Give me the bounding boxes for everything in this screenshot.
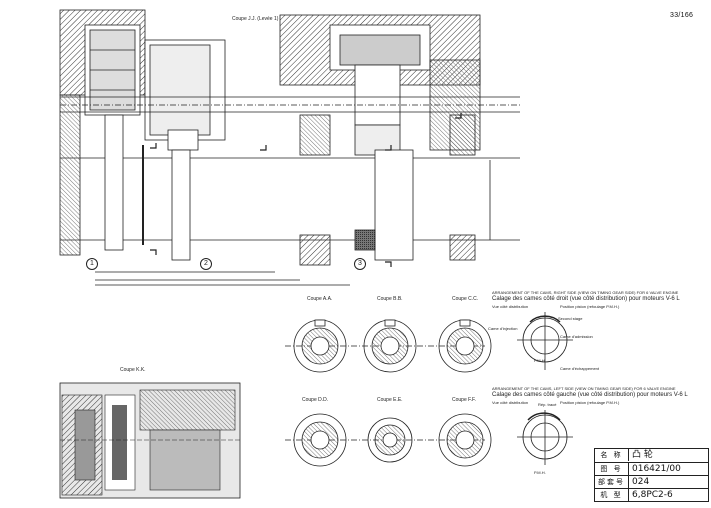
- arrangement-bottom-en: ARRANGEMENT OF THE CAMS, LEFT SIDE (VIEW…: [492, 386, 676, 391]
- title-value-drawing-number: 016421/00: [632, 464, 681, 474]
- title-value-model: 6,8PC2-6: [632, 490, 673, 500]
- title-key-model: 机 型: [595, 489, 629, 501]
- section-label-ee: Coupe E.E.: [377, 397, 403, 403]
- label-pmh-top: P.M.H.: [534, 358, 546, 363]
- callout-1: 1: [86, 258, 98, 270]
- arrangement-top-fr: Calage des cames côté droit (vue côté di…: [492, 296, 680, 302]
- title-row-assembly: 部套号 024: [595, 475, 708, 488]
- section-label-kk: Coupe K.K.: [120, 367, 146, 373]
- callout-3: 3: [354, 258, 366, 270]
- label-second-stage: Second stage: [558, 316, 583, 321]
- label-cam-echappement: Came d'échappement: [560, 366, 600, 371]
- arrangement-bottom-fr: Calage des cames côté gauche (vue côté d…: [492, 392, 688, 398]
- page-number: 33/166: [670, 12, 694, 19]
- title-key-drawing-number: 图 号: [595, 463, 629, 475]
- title-value-name: 凸 轮: [632, 450, 653, 460]
- section-label-cc: Coupe C.C.: [452, 296, 479, 302]
- section-kk: [59, 382, 241, 499]
- section-label-dd: Coupe D.D.: [302, 397, 329, 403]
- title-row-model: 机 型 6,8PC2-6: [595, 488, 708, 501]
- label-pmh-bottom: P.M.H.: [534, 470, 546, 475]
- title-row-drawing-number: 图 号 016421/00: [595, 462, 708, 475]
- seen-distribution-top: Vue côté distribution: [492, 304, 529, 309]
- section-label-ff: Coupe F.F.: [452, 397, 476, 403]
- position-piston-bottom: Position piston (refoulage P.M.H.): [560, 400, 620, 405]
- callout-2: 2: [200, 258, 212, 270]
- title-block: 名 称 凸 轮 图 号 016421/00 部套号 024 机 型 6,8PC2…: [594, 448, 709, 502]
- label-cam-injection: Came d'injection: [488, 326, 518, 331]
- label-cam-admission: Came d'admission: [560, 334, 593, 339]
- cam-sections-bottom: [285, 410, 573, 467]
- label-center: Rép. tracé: [538, 402, 557, 407]
- seen-distribution-bottom: Vue côté distribution: [492, 400, 529, 405]
- section-label-aa: Coupe A.A.: [307, 296, 333, 302]
- main-section: [59, 9, 520, 286]
- position-piston-top: Position piston (refoulage P.M.H.): [560, 304, 620, 309]
- arrangement-top-en: ARRANGEMENT OF THE CAMS, RIGHT SIDE (VIE…: [492, 290, 679, 295]
- section-label-bb: Coupe B.B.: [377, 296, 403, 302]
- title-key-assembly: 部套号: [595, 476, 629, 488]
- section-label-main: Coupe J.J. (Levée 1): [232, 16, 279, 22]
- title-row-name: 名 称 凸 轮: [595, 449, 708, 462]
- title-key-name: 名 称: [595, 449, 629, 461]
- cam-sections-top: [285, 312, 573, 373]
- title-value-assembly: 024: [632, 477, 650, 487]
